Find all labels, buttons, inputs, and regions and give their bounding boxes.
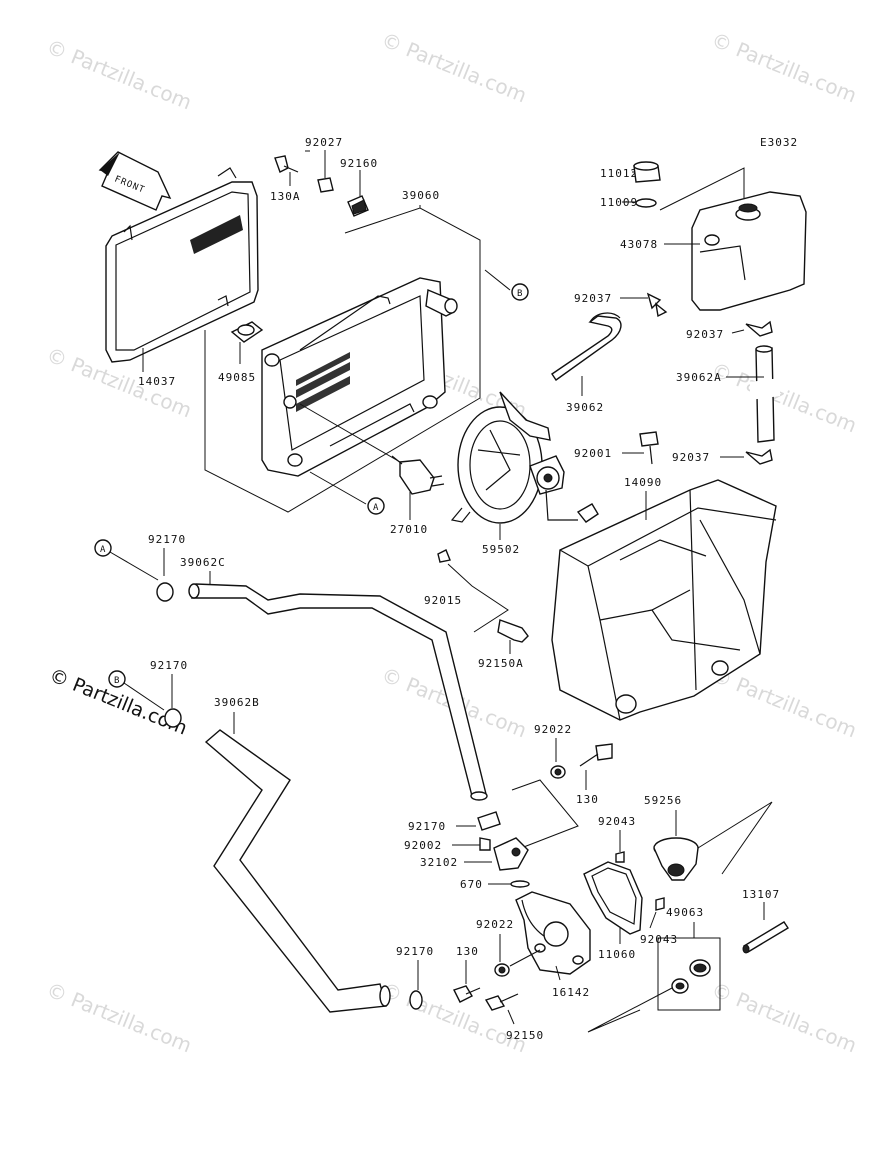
ref-circle-a	[94, 539, 112, 557]
radiator-group-outline	[204, 270, 481, 513]
label-92150: 92150	[506, 1029, 544, 1042]
impeller-59256	[653, 837, 699, 881]
label-49085: 49085	[218, 371, 256, 384]
label-39062b: 39062B	[214, 696, 260, 709]
seal-kit-box	[657, 937, 721, 1011]
label-92170-d: 92170	[396, 945, 434, 958]
label-92015: 92015	[424, 594, 462, 607]
o-ring-670	[510, 880, 530, 888]
label-49063: 49063	[666, 906, 704, 919]
clamp-92037-icon	[745, 448, 773, 465]
label-92170-a: 92170	[148, 533, 186, 546]
ref-a-label: A	[100, 545, 106, 555]
label-92160: 92160	[340, 157, 378, 170]
bolt-92150-icon	[484, 995, 506, 1011]
label-39062c: 39062C	[180, 556, 226, 569]
label-92170-b: 92170	[150, 659, 188, 672]
ref-circle-a	[367, 497, 385, 515]
label-92037-c: 92037	[672, 451, 710, 464]
label-92001: 92001	[574, 447, 612, 460]
ref-circle-b	[108, 670, 126, 688]
label-16142: 16142	[552, 986, 590, 999]
label-92037-b: 92037	[686, 328, 724, 341]
gasket-11009	[635, 198, 657, 208]
clamp-92037-icon	[745, 320, 773, 337]
label-11009: 11009	[600, 196, 638, 209]
reservoir-tank-43078	[691, 191, 807, 311]
watermark-text: © Partzilla.com	[43, 34, 195, 114]
label-92022-a: 92022	[534, 723, 572, 736]
label-59256: 59256	[644, 794, 682, 807]
label-11060: 11060	[598, 948, 636, 961]
bolt-92001-icon	[639, 431, 659, 447]
label-39062a: 39062A	[676, 371, 722, 384]
label-39060: 39060	[402, 189, 440, 202]
water-pump-cover-16142	[515, 891, 591, 975]
label-92170-c: 92170	[408, 820, 446, 833]
label-32102: 32102	[420, 856, 458, 869]
bolt-92002-icon	[479, 837, 491, 851]
fan-switch-27010	[391, 455, 445, 495]
gasket-11060	[583, 861, 643, 935]
watermark-text: © Partzilla.com	[43, 977, 195, 1057]
dowel-pin-92043	[615, 851, 625, 863]
ref-b-label: B	[517, 289, 523, 299]
watermark-text: © Partzilla.com	[708, 27, 860, 107]
watermark-text: © Partzilla.com	[708, 357, 860, 437]
label-670: 670	[460, 878, 483, 891]
watermark-text: © Partzilla.com	[378, 27, 530, 107]
hose-39062b	[204, 729, 387, 1013]
label-92043-b: 92043	[640, 933, 678, 946]
bolt-130a-icon	[274, 155, 289, 173]
label-27010: 27010	[390, 523, 428, 536]
label-130-b: 130	[456, 945, 479, 958]
front-arrow-icon: FRONT	[98, 151, 172, 211]
label-92150a: 92150A	[478, 657, 524, 670]
bolt-130-icon	[453, 985, 473, 1003]
fan-shroud-14090	[551, 479, 777, 721]
label-92027: 92027	[305, 136, 343, 149]
bolt-130-icon	[595, 743, 613, 761]
label-11012: 11012	[600, 167, 638, 180]
hose-clamp-92170	[477, 811, 501, 831]
clip-92015	[437, 549, 451, 563]
diagram-code: E3032	[760, 136, 798, 149]
watermark-text: © Partzilla.com	[708, 977, 860, 1057]
label-14037: 14037	[138, 375, 176, 388]
label-59502: 59502	[482, 543, 520, 556]
label-92002: 92002	[404, 839, 442, 852]
label-39062: 39062	[566, 401, 604, 414]
hose-clamp-92170	[164, 708, 182, 728]
label-13107: 13107	[742, 888, 780, 901]
fitting-32102	[493, 837, 529, 871]
watermark-text: © Partzilla.com	[708, 662, 860, 742]
hose-clamp-92170	[409, 990, 423, 1010]
label-130-a: 130	[576, 793, 599, 806]
label-43078: 43078	[620, 238, 658, 251]
radiator-screen	[105, 167, 259, 363]
label-130a: 130A	[270, 190, 301, 203]
dowel-pin-92043	[655, 897, 665, 911]
pump-shaft-13107	[743, 921, 789, 953]
label-14090: 14090	[624, 476, 662, 489]
radiator	[261, 277, 458, 477]
hose-clamp-92170	[156, 582, 174, 602]
label-92043-a: 92043	[598, 815, 636, 828]
ref-circle-b	[511, 283, 529, 301]
ref-b-label: B	[114, 676, 120, 686]
radiator-fan-59502	[450, 391, 599, 524]
ref-a-label: A	[373, 503, 379, 513]
hose-39062	[551, 315, 622, 381]
radiator-group-outline	[344, 207, 481, 270]
label-92022-b: 92022	[476, 918, 514, 931]
bushing-92027	[317, 177, 334, 193]
label-92037-a: 92037	[574, 292, 612, 305]
clamp-92037-icon	[646, 292, 668, 318]
bolt-92150a-icon	[497, 619, 529, 643]
